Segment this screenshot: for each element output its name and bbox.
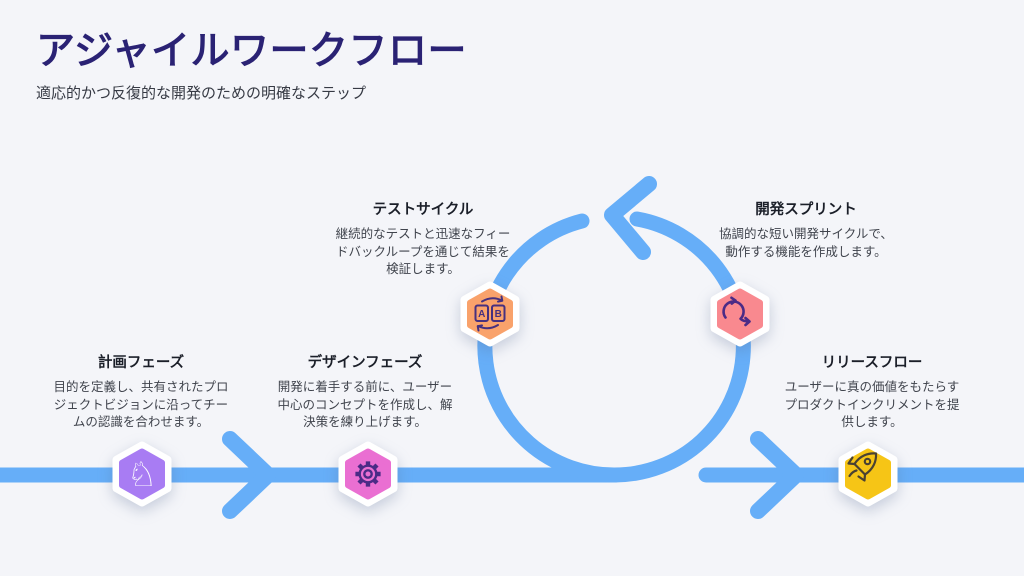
loop-top-arrowhead-icon bbox=[604, 176, 657, 260]
step-design-label: デザインフェーズ 開発に着手する前に、ユーザー中心のコンセプトを作成し、解決策を… bbox=[275, 354, 455, 432]
step-title: テストサイクル bbox=[372, 202, 474, 218]
hexagon-fill bbox=[119, 448, 165, 500]
flow-loop-left-arc bbox=[477, 213, 623, 483]
badge-development bbox=[710, 281, 770, 347]
step-title: 開発スプリント bbox=[755, 202, 857, 218]
step-development-label: 開発スプリント 協調的な短い開発サイクルで、動作する機能を作成します。 bbox=[716, 201, 896, 261]
step-description: 開発に着手する前に、ユーザー中心のコンセプトを作成し、解決策を練り上げます。 bbox=[277, 379, 453, 430]
badge-release bbox=[838, 441, 898, 507]
gear-icon bbox=[355, 461, 381, 487]
page-subtitle: 適応的かつ反復的な開発のための明確なステップ bbox=[36, 84, 367, 102]
step-description: ユーザーに真の価値をもたらすプロダクトインクリメントを提供します。 bbox=[784, 379, 960, 430]
badge-design bbox=[338, 441, 398, 507]
step-release-label: リリースフロー ユーザーに真の価値をもたらすプロダクトインクリメントを提供します… bbox=[782, 354, 962, 432]
hexagon-fill bbox=[345, 448, 391, 500]
rocket-icon bbox=[847, 452, 878, 482]
step-title: 計画フェーズ bbox=[97, 355, 185, 371]
ab-test-icon: A B bbox=[474, 295, 506, 332]
step-test-label: テストサイクル 継続的なテストと迅速なフィードバックループを通じて結果を検証しま… bbox=[333, 201, 513, 279]
step-description: 目的を定義し、共有されたプロジェクトビジョンに沿ってチームの認識を合わせます。 bbox=[53, 379, 229, 430]
step-description: 継続的なテストと迅速なフィードバックループを通じて結果を検証します。 bbox=[335, 226, 511, 277]
knight-icon: ♘ bbox=[127, 455, 157, 495]
flow-line-left-and-loop-right-arc bbox=[0, 211, 751, 483]
step-description: 協調的な短い開発サイクルで、動作する機能を作成します。 bbox=[719, 226, 893, 259]
sprint-loop-icon bbox=[722, 296, 751, 327]
letter-a: A bbox=[478, 309, 485, 320]
header: アジャイルワークフロー 適応的かつ反復的な開発のための明確なステップ bbox=[36, 30, 676, 103]
step-planning-label: 計画フェーズ 目的を定義し、共有されたプロジェクトビジョンに沿ってチームの認識を… bbox=[51, 354, 231, 432]
page-title: アジャイルワークフロー bbox=[36, 30, 467, 73]
badge-test: A B bbox=[460, 281, 520, 347]
flow-arrowhead-right-icon bbox=[750, 431, 804, 519]
step-title: リリースフロー bbox=[821, 355, 923, 371]
hexagon-fill bbox=[717, 288, 763, 340]
flow-arrowhead-left-icon bbox=[222, 431, 276, 519]
step-title: デザインフェーズ bbox=[307, 355, 423, 371]
badge-planning: ♘ bbox=[112, 441, 172, 507]
letter-b: B bbox=[495, 309, 502, 320]
